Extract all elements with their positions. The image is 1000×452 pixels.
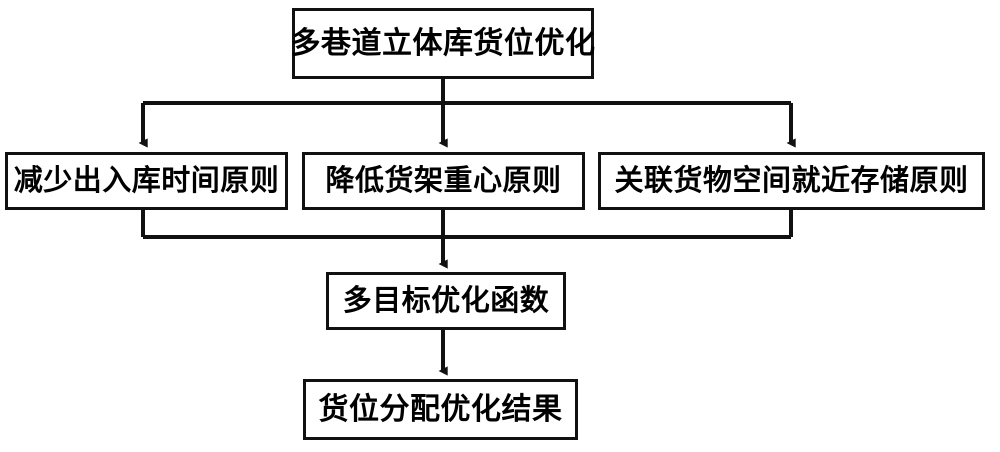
node-result-label: 货位分配优化结果: [318, 392, 563, 426]
node-root-label: 多巷道立体库货位优化: [290, 26, 596, 60]
node-principle-3-label: 关联货物空间就近存储原则: [614, 164, 969, 197]
node-principle-1-label: 减少出入库时间原则: [13, 164, 280, 197]
node-result[interactable]: 货位分配优化结果: [303, 379, 578, 440]
node-principle-3[interactable]: 关联货物空间就近存储原则: [598, 152, 985, 210]
node-principle-2[interactable]: 降低货架重心原则: [302, 152, 585, 210]
node-root[interactable]: 多巷道立体库货位优化: [290, 8, 596, 79]
node-principle-2-label: 降低货架重心原则: [325, 164, 562, 197]
node-objective-label: 多目标优化函数: [342, 284, 550, 317]
node-principle-1[interactable]: 减少出入库时间原则: [5, 152, 288, 210]
node-objective[interactable]: 多目标优化函数: [326, 272, 566, 330]
